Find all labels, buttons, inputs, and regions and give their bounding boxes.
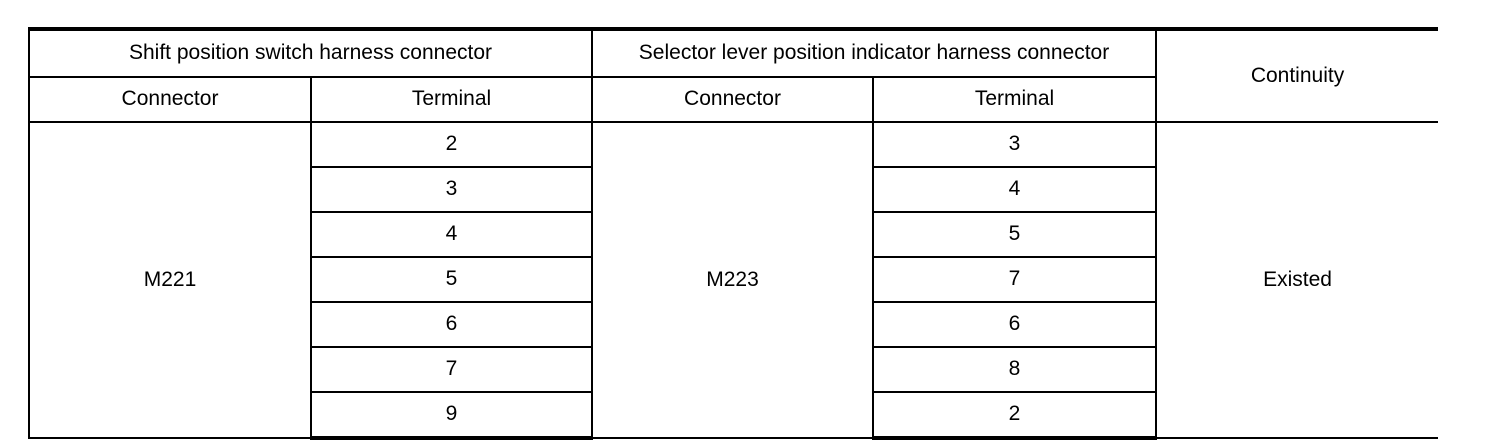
cell-connector-a-value: M221 [28,121,312,439]
cell-continuity-value: Existed [1155,121,1439,439]
continuity-check-table: Shift position switch harness connector … [28,27,1439,440]
cell-terminal-a-value: 9 [310,391,593,440]
cell-terminal-a-value: 2 [310,121,593,168]
cell-terminal-b-value: 5 [871,211,1158,258]
header-connector-b: Connector [591,76,874,123]
header-group-selector-lever-indicator: Selector lever position indicator harnes… [590,27,1158,78]
cell-terminal-b-value: 8 [871,346,1158,393]
cell-terminal-a-value: 3 [310,166,593,213]
cell-terminal-b-value: 3 [871,121,1158,168]
cell-terminal-a-value: 6 [310,301,593,348]
header-terminal-a: Terminal [310,76,593,123]
header-terminal-b: Terminal [871,76,1158,123]
table-row: 5 7 [29,256,1438,303]
table-row: 6 6 [29,301,1438,348]
cell-terminal-a-value: 4 [310,211,593,258]
table-row: 3 4 [29,166,1438,213]
cell-terminal-a-value: 5 [310,256,593,303]
cell-terminal-b-value: 6 [871,301,1158,348]
header-group-shift-position-switch: Shift position switch harness connector [28,27,593,78]
header-sub-row: Connector Terminal Connector Terminal [28,76,1438,123]
table-row: 4 5 [29,211,1438,258]
cell-connector-b-value: M223 [591,121,874,439]
table-row: 9 2 [29,391,1438,440]
header-continuity: Continuity [1155,27,1439,123]
table-row: 7 8 [29,346,1438,393]
cell-terminal-b-value: 7 [871,256,1158,303]
cell-terminal-a-value: 7 [310,346,593,393]
cell-terminal-b-value: 4 [871,166,1158,213]
header-group-row: Shift position switch harness connector … [28,27,1439,123]
cell-terminal-b-value: 2 [871,391,1158,440]
table-row: M221 2 M223 3 Existed [28,121,1439,439]
header-connector-a: Connector [28,76,312,123]
